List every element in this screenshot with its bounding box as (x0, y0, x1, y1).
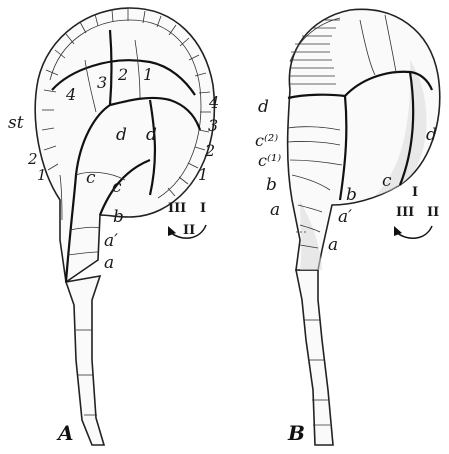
figure-b-rotation-III: III (396, 205, 414, 220)
figure-b-rotation-II: II (427, 205, 439, 220)
figure-a-label-1-inner: 1 (143, 65, 153, 84)
figure-b-label-c-right: c (382, 171, 392, 191)
figure-a-rotation-I: I (200, 201, 206, 216)
figure-a-label-d-left: d (116, 125, 127, 145)
figure-b-rotation-I: I (412, 185, 418, 200)
figure-a-label-d-right: d (146, 125, 157, 145)
figure-a-label-2-right: 2 (204, 141, 215, 160)
figure-b-stalk (296, 270, 333, 445)
figure-a-label-2-left: 2 (27, 150, 38, 168)
figure-b-label-d-right: d (426, 125, 437, 145)
figure-b-label-c1: c⁽¹⁾ (258, 151, 281, 170)
figure-b-label-a-right: a (328, 235, 338, 255)
figure-a-label-4-right: 4 (208, 93, 219, 112)
figure-a-panel-letter: A (56, 421, 74, 445)
figure-a-label-2-inner: 2 (117, 65, 128, 84)
figure-b-label-b-right: b (346, 185, 357, 205)
figure-b: d c⁽²⁾ c⁽¹⁾ b a d c b a′ a I III II B (255, 9, 440, 445)
figure-b-label-c2: c⁽²⁾ (255, 131, 278, 150)
figure-b-label-b-left: b (266, 175, 277, 195)
figure-a-label-c-left: c (86, 168, 96, 188)
figure-a-label-4-inner: 4 (65, 85, 76, 104)
figure-b-label-d-left: d (258, 97, 269, 117)
figure-a-label-c-right: c (112, 177, 122, 197)
figure-a-label-st: st (8, 113, 24, 133)
figure-b-rotation-arrow-icon (396, 226, 432, 238)
figure-a-label-1-right: 1 (198, 165, 208, 184)
figure-a-rotation-II: II (183, 223, 195, 238)
figure-a-label-b: b (113, 207, 124, 227)
figure-a-label-3-inner: 3 (97, 73, 107, 92)
figure-a-label-3-right: 3 (208, 116, 218, 135)
figure-a-label-a: a (104, 253, 114, 273)
figure-b-label-a-prime: a′ (338, 207, 352, 227)
figure-a: st 4 3 2 1 d d c c 2 1 4 3 2 1 b a′ a II… (8, 8, 219, 445)
figure-a-label-a-prime: a′ (104, 231, 118, 251)
figure-a-label-1-left: 1 (37, 166, 47, 184)
figure-a-stalk (66, 276, 104, 445)
figure-b-label-a-left: a (270, 200, 280, 220)
figure-a-capsule (35, 8, 214, 282)
figure-a-rotation-III: III (168, 201, 186, 216)
figure-b-panel-letter: B (287, 421, 305, 445)
